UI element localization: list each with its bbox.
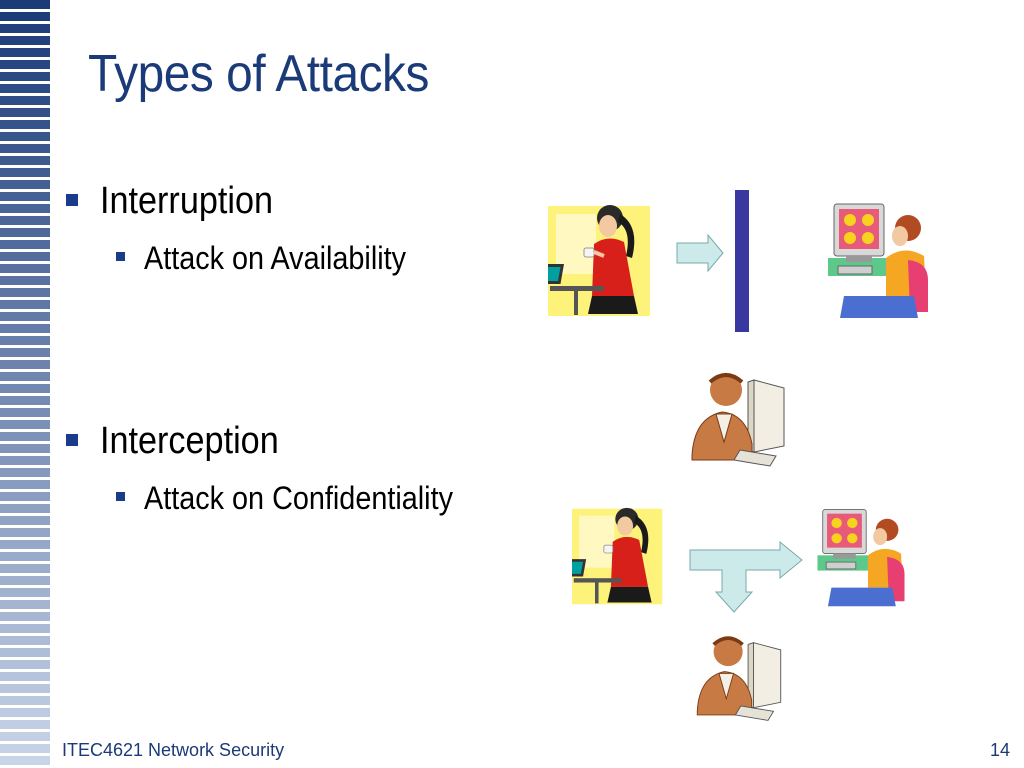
left-bar-stripe [0, 48, 50, 57]
left-bar-stripe [0, 300, 50, 309]
left-bar-stripe [0, 432, 50, 441]
left-bar-stripe [0, 588, 50, 597]
left-bar-stripe [0, 420, 50, 429]
left-bar-stripe [0, 648, 50, 657]
left-bar-stripe [0, 96, 50, 105]
left-bar-stripe [0, 12, 50, 21]
left-bar-stripe [0, 564, 50, 573]
woman-laptop-sender-icon [548, 205, 650, 316]
left-bar-stripe [0, 708, 50, 717]
slide-title: Types of Attacks [88, 45, 429, 103]
left-bar-stripe [0, 276, 50, 285]
man-computer-interceptor-icon [691, 373, 785, 467]
left-bar-stripe [0, 168, 50, 177]
bullet-interception-label: Interception [100, 420, 279, 462]
left-bar-stripe [0, 480, 50, 489]
left-bar-stripe [0, 660, 50, 669]
left-bar-stripe [0, 384, 50, 393]
left-bar-stripe [0, 228, 50, 237]
sub-bullet-marker [116, 492, 125, 501]
left-bar-stripe [0, 24, 50, 33]
footer-course: ITEC4621 Network Security [62, 740, 285, 760]
left-bar-stripe [0, 0, 50, 9]
left-bar-stripe [0, 372, 50, 381]
left-bar-stripe [0, 684, 50, 693]
left-bar-stripe [0, 240, 50, 249]
left-bar-stripe [0, 624, 50, 633]
left-bar-stripe [0, 744, 50, 753]
left-bar-stripe [0, 612, 50, 621]
left-bar-stripe [0, 120, 50, 129]
page-number: 14 [990, 740, 1011, 760]
left-bar-stripe [0, 528, 50, 537]
left-decorative-bar [0, 0, 50, 768]
left-bar-stripe [0, 156, 50, 165]
left-bar-stripe [0, 36, 50, 45]
left-bar-stripe [0, 408, 50, 417]
left-bar-stripe [0, 492, 50, 501]
left-bar-stripe [0, 516, 50, 525]
left-bar-stripe [0, 756, 50, 765]
bullet-interruption-label: Interruption [100, 180, 274, 222]
sub-bullet-confidentiality-label: Attack on Confidentiality [144, 480, 453, 516]
left-bar-stripe [0, 288, 50, 297]
barrier-bar-icon [735, 190, 749, 332]
left-bar-stripe [0, 696, 50, 705]
left-bar-stripe [0, 600, 50, 609]
left-bar-stripe [0, 252, 50, 261]
left-bar-stripe [0, 468, 50, 477]
left-bar-stripe [0, 348, 50, 357]
arrow-right-down-icon [689, 540, 803, 613]
left-bar-stripe [0, 72, 50, 81]
man-computer-interceptor-icon [696, 636, 782, 721]
left-bar-stripe [0, 504, 50, 513]
bullet-marker [66, 194, 78, 206]
left-bar-stripe [0, 264, 50, 273]
left-bar-stripe [0, 192, 50, 201]
left-bar-stripe [0, 84, 50, 93]
woman-computer-receiver-icon [817, 508, 905, 607]
left-bar-stripe [0, 132, 50, 141]
left-bar-stripe [0, 456, 50, 465]
arrow-right-icon [676, 234, 724, 272]
left-bar-stripe [0, 672, 50, 681]
left-bar-stripe [0, 720, 50, 729]
left-bar-stripe [0, 180, 50, 189]
bullet-marker [66, 434, 78, 446]
left-bar-stripe [0, 636, 50, 645]
left-bar-stripe [0, 732, 50, 741]
left-bar-stripe [0, 312, 50, 321]
left-bar-stripe [0, 396, 50, 405]
left-bar-stripe [0, 60, 50, 69]
left-bar-stripe [0, 324, 50, 333]
left-bar-stripe [0, 108, 50, 117]
left-bar-stripe [0, 552, 50, 561]
left-bar-stripe [0, 204, 50, 213]
left-bar-stripe [0, 144, 50, 153]
left-bar-stripe [0, 216, 50, 225]
sub-bullet-marker [116, 252, 125, 261]
left-bar-stripe [0, 360, 50, 369]
left-bar-stripe [0, 576, 50, 585]
left-bar-stripe [0, 444, 50, 453]
sub-bullet-availability-label: Attack on Availability [144, 240, 407, 276]
left-bar-stripe [0, 540, 50, 549]
woman-laptop-sender-icon [572, 507, 663, 605]
woman-computer-receiver-icon [828, 203, 928, 318]
left-bar-stripe [0, 336, 50, 345]
